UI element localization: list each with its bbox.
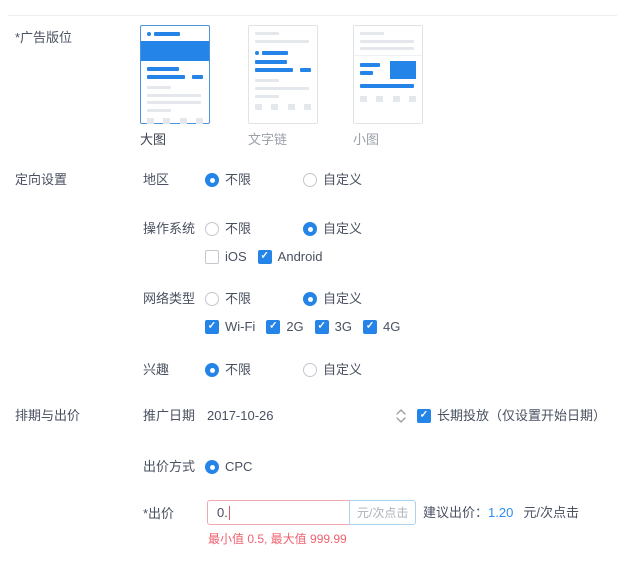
placement-card-big-image[interactable] [140, 25, 210, 124]
os-radio-unlimited[interactable]: 不限 [205, 219, 251, 239]
date-label: 推广日期 [143, 408, 196, 423]
radio-icon[interactable] [303, 292, 317, 306]
region-label: 地区 [143, 172, 170, 187]
thumb-text-line [147, 75, 203, 79]
bid-input[interactable]: 0. [207, 500, 350, 525]
bid-error-message: 最小值 0.5, 最大值 999.99 [208, 532, 347, 546]
thumb-small-image [390, 61, 416, 79]
long-term-checkbox[interactable]: ✓ 长期投放（仅设置开始日期） [417, 406, 606, 426]
bid-row: *出价 0. 元/次点击 最小值 0.5, 最大值 999.99 建议出价：1.… [0, 500, 625, 546]
network-radio-unlimited[interactable]: 不限 [205, 289, 251, 309]
check-icon: ✓ [419, 409, 429, 421]
radio-icon[interactable] [205, 173, 219, 187]
check-icon: ✓ [207, 320, 217, 332]
placement-option-text-link-label[interactable]: 文字链 [248, 132, 288, 147]
bid-unit-addon: 元/次点击 [349, 500, 417, 525]
date-picker-value[interactable]: 2017-10-26 [207, 408, 274, 423]
bid-suggestion: 建议出价：1.20 元/次点击 [423, 503, 579, 523]
os-radio-custom[interactable]: 自定义 [303, 219, 362, 239]
suggestion-value: 1.20 [488, 505, 514, 520]
thumb-tabbar [360, 96, 416, 102]
thumb-tabbar [255, 104, 311, 110]
placement-option-small-image-label[interactable]: 小图 [353, 132, 380, 147]
bid-type-label: 出价方式 [143, 459, 196, 474]
os-label: 操作系统 [143, 221, 196, 236]
region-radio-unlimited[interactable]: 不限 [205, 170, 251, 190]
check-icon: ✓ [317, 320, 326, 332]
check-icon: ✓ [269, 320, 278, 332]
checkbox-icon[interactable]: ✓ [417, 409, 431, 423]
network-row: 网络类型 不限 自定义 [0, 289, 625, 309]
radio-icon[interactable] [303, 173, 317, 187]
os-checkbox-ios[interactable]: iOS [205, 247, 247, 267]
placement-row: *广告版位 [0, 28, 625, 48]
thumb-avatar-dot [147, 32, 151, 36]
placement-card-small-image[interactable] [353, 25, 423, 124]
thumb-big-image [141, 41, 209, 61]
thumb-title-bar [154, 32, 180, 36]
bid-type-row: 出价方式 CPC [0, 457, 625, 477]
text-caret [228, 505, 230, 520]
radio-icon[interactable] [205, 363, 219, 377]
check-icon: ✓ [365, 320, 375, 332]
checkbox-icon[interactable]: ✓ [266, 320, 281, 334]
radio-icon[interactable] [205, 292, 219, 306]
region-row: 定向设置 地区 不限 自定义 [0, 170, 625, 190]
schedule-section-label: 排期与出价 [15, 408, 81, 423]
os-checkbox-row: iOS ✓ Android [0, 247, 625, 267]
placement-option-big-image-label[interactable]: 大图 [140, 132, 167, 147]
radio-icon[interactable] [205, 222, 219, 236]
radio-icon[interactable] [303, 222, 317, 236]
os-row: 操作系统 不限 自定义 [0, 219, 625, 239]
interest-radio-unlimited[interactable]: 不限 [205, 360, 251, 380]
check-icon: ✓ [260, 250, 269, 262]
thumb-avatar-line [147, 32, 203, 36]
os-checkbox-android[interactable]: ✓ Android [257, 247, 322, 267]
network-label: 网络类型 [143, 291, 196, 306]
network-checkbox-row: ✓ Wi-Fi ✓ 2G ✓ 3G ✓ 4G [0, 317, 625, 337]
thumb-text-bar [147, 67, 179, 71]
thumb-small-image-line [360, 61, 416, 79]
placement-label: *广告版位 [15, 30, 73, 45]
network-checkbox-wifi[interactable]: ✓ Wi-Fi [205, 317, 255, 337]
bid-type-radio-cpc[interactable]: CPC [205, 457, 252, 477]
placement-card-text-link[interactable] [248, 25, 318, 124]
interest-row: 兴趣 不限 自定义 [0, 360, 625, 380]
targeting-section-label: 定向设置 [15, 172, 68, 187]
thumb-avatar-line [255, 51, 311, 55]
suggestion-unit: 元/次点击 [523, 505, 579, 520]
checkbox-icon[interactable] [205, 250, 219, 264]
checkbox-icon[interactable]: ✓ [205, 320, 219, 334]
bid-label: *出价 [143, 506, 175, 521]
date-stepper-icon[interactable] [395, 408, 407, 424]
suggestion-label: 建议出价： [423, 505, 489, 520]
network-radio-custom[interactable]: 自定义 [303, 289, 362, 309]
checkbox-icon[interactable]: ✓ [314, 320, 329, 334]
date-row: 排期与出价 推广日期 2017-10-26 ✓ 长期投放（仅设置开始日期） [0, 406, 625, 426]
interest-label: 兴趣 [143, 362, 170, 377]
bid-input-value: 0. [217, 504, 228, 520]
radio-icon[interactable] [205, 460, 219, 474]
thumb-tabbar [147, 118, 203, 124]
bid-input-group: 0. 元/次点击 [207, 500, 417, 525]
network-checkbox-2g[interactable]: ✓ 2G [266, 317, 304, 337]
checkbox-icon[interactable]: ✓ [363, 320, 378, 334]
thumb-card-divider [354, 55, 422, 56]
thumb-avatar-dot [255, 51, 259, 55]
network-checkbox-4g[interactable]: ✓ 4G [363, 317, 400, 337]
checkbox-icon[interactable]: ✓ [257, 250, 272, 264]
region-radio-custom[interactable]: 自定义 [303, 170, 362, 190]
top-divider [8, 15, 617, 16]
interest-radio-custom[interactable]: 自定义 [303, 360, 362, 380]
radio-icon[interactable] [303, 363, 317, 377]
network-checkbox-3g[interactable]: ✓ 3G [314, 317, 352, 337]
